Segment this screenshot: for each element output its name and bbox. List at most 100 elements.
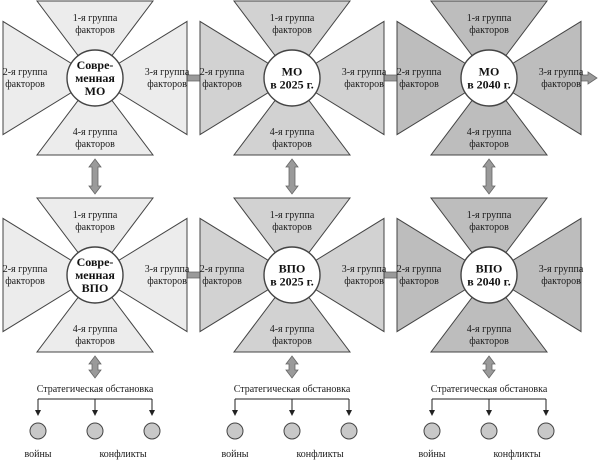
factor-wedge-left [2, 217, 96, 333]
factor-wedge-right [488, 20, 582, 136]
factor-label-left: 2-я группа [200, 264, 245, 275]
label-wars: войны [221, 449, 248, 460]
strategic-title: Стратегическая обстановка [234, 384, 351, 395]
outcome-dot [283, 422, 301, 440]
link-arrow-1 [88, 158, 102, 195]
center-label: Совре- [77, 255, 114, 269]
factor-wedge-right [94, 20, 188, 136]
factor-wedge-left [396, 217, 490, 333]
factor-wedge-left [2, 20, 96, 136]
factor-wedge-right [488, 217, 582, 333]
factor-label-left: факторов [399, 79, 439, 90]
factor-label-left: факторов [5, 276, 45, 287]
outcome-dot [480, 422, 498, 440]
branch-arrowhead [543, 410, 549, 416]
branch-arrowhead [35, 410, 41, 416]
center-label: в 2025 г. [270, 78, 314, 92]
factor-label-right: факторов [344, 276, 384, 287]
situation-arrow-1 [88, 355, 102, 379]
center-label: МО [282, 65, 303, 79]
center-label: менная [75, 71, 115, 85]
factor-wedge-top [35, 0, 155, 79]
factor-label-right: 3-я группа [145, 264, 190, 275]
link-arrow-2 [285, 158, 299, 195]
factor-label-left: факторов [202, 276, 242, 287]
outcome-dot [226, 422, 244, 440]
factor-label-right: 3-я группа [145, 67, 190, 78]
factor-label-bottom: 4-я группа [73, 127, 118, 138]
factor-label-top: 1-я группа [270, 13, 315, 24]
situation-arrow-2 [285, 355, 299, 379]
center-circle [263, 246, 321, 304]
factor-label-left: 2-я группа [3, 264, 48, 275]
label-wars: войны [418, 449, 445, 460]
factor-label-top: факторов [272, 222, 312, 233]
label-wars: войны [24, 449, 51, 460]
center-label: в 2025 г. [270, 275, 314, 289]
factor-label-right: 3-я группа [539, 67, 584, 78]
branch-arrowhead [346, 410, 352, 416]
factor-label-bottom: факторов [75, 139, 115, 150]
outcome-dot [86, 422, 104, 440]
label-conflicts: конфликты [99, 449, 146, 460]
center-label: ВПО [82, 281, 109, 295]
factor-label-left: факторов [399, 276, 439, 287]
center-circle [263, 49, 321, 107]
center-label: в 2040 г. [467, 275, 511, 289]
center-label: МО [479, 65, 500, 79]
label-conflicts: конфликты [296, 449, 343, 460]
branch-arrowhead [429, 410, 435, 416]
factor-label-bottom: 4-я группа [73, 324, 118, 335]
branch-arrowhead [92, 410, 98, 416]
strategic-title: Стратегическая обстановка [431, 384, 548, 395]
outcome-dot [340, 422, 358, 440]
factor-wedge-right [291, 217, 385, 333]
link-arrow-3 [482, 158, 496, 195]
factor-wedge-bottom [429, 77, 549, 156]
center-label: ВПО [279, 262, 306, 276]
factor-label-left: 2-я группа [397, 67, 442, 78]
factor-wedge-left [199, 217, 293, 333]
factor-wedge-left [199, 20, 293, 136]
situation-arrow-3 [482, 355, 496, 379]
factor-label-bottom: факторов [469, 139, 509, 150]
factor-label-left: факторов [5, 79, 45, 90]
strategic-title: Стратегическая обстановка [37, 384, 154, 395]
factor-label-right: факторов [147, 276, 187, 287]
outcome-dot [29, 422, 47, 440]
factor-label-bottom: факторов [75, 336, 115, 347]
factor-wedge-top [232, 0, 352, 79]
factor-label-bottom: 4-я группа [467, 324, 512, 335]
factor-label-left: факторов [202, 79, 242, 90]
factor-label-top: 1-я группа [270, 210, 315, 221]
factor-label-left: 2-я группа [200, 67, 245, 78]
factor-label-bottom: 4-я группа [467, 127, 512, 138]
factor-label-top: факторов [75, 222, 115, 233]
factor-label-left: 2-я группа [397, 264, 442, 275]
factor-wedge-top [429, 0, 549, 79]
factor-label-right: 3-я группа [539, 264, 584, 275]
center-label: Совре- [77, 58, 114, 72]
factor-label-right: факторов [541, 79, 581, 90]
factor-label-left: 2-я группа [3, 67, 48, 78]
factor-label-right: факторов [541, 276, 581, 287]
factor-wedge-top [35, 197, 155, 276]
factor-label-bottom: факторов [469, 336, 509, 347]
strategic-block-2: Стратегическая обстановка войны конфликты [221, 384, 358, 460]
factor-label-top: факторов [272, 25, 312, 36]
factor-label-right: 3-я группа [342, 264, 387, 275]
factor-wedge-right [94, 217, 188, 333]
factor-wedge-bottom [35, 274, 155, 353]
branch-arrowhead [289, 410, 295, 416]
center-circle [66, 49, 124, 107]
center-label: в 2040 г. [467, 78, 511, 92]
center-circle [460, 246, 518, 304]
factor-wedge-bottom [429, 274, 549, 353]
factor-wedge-top [232, 197, 352, 276]
factor-wedge-top [429, 197, 549, 276]
